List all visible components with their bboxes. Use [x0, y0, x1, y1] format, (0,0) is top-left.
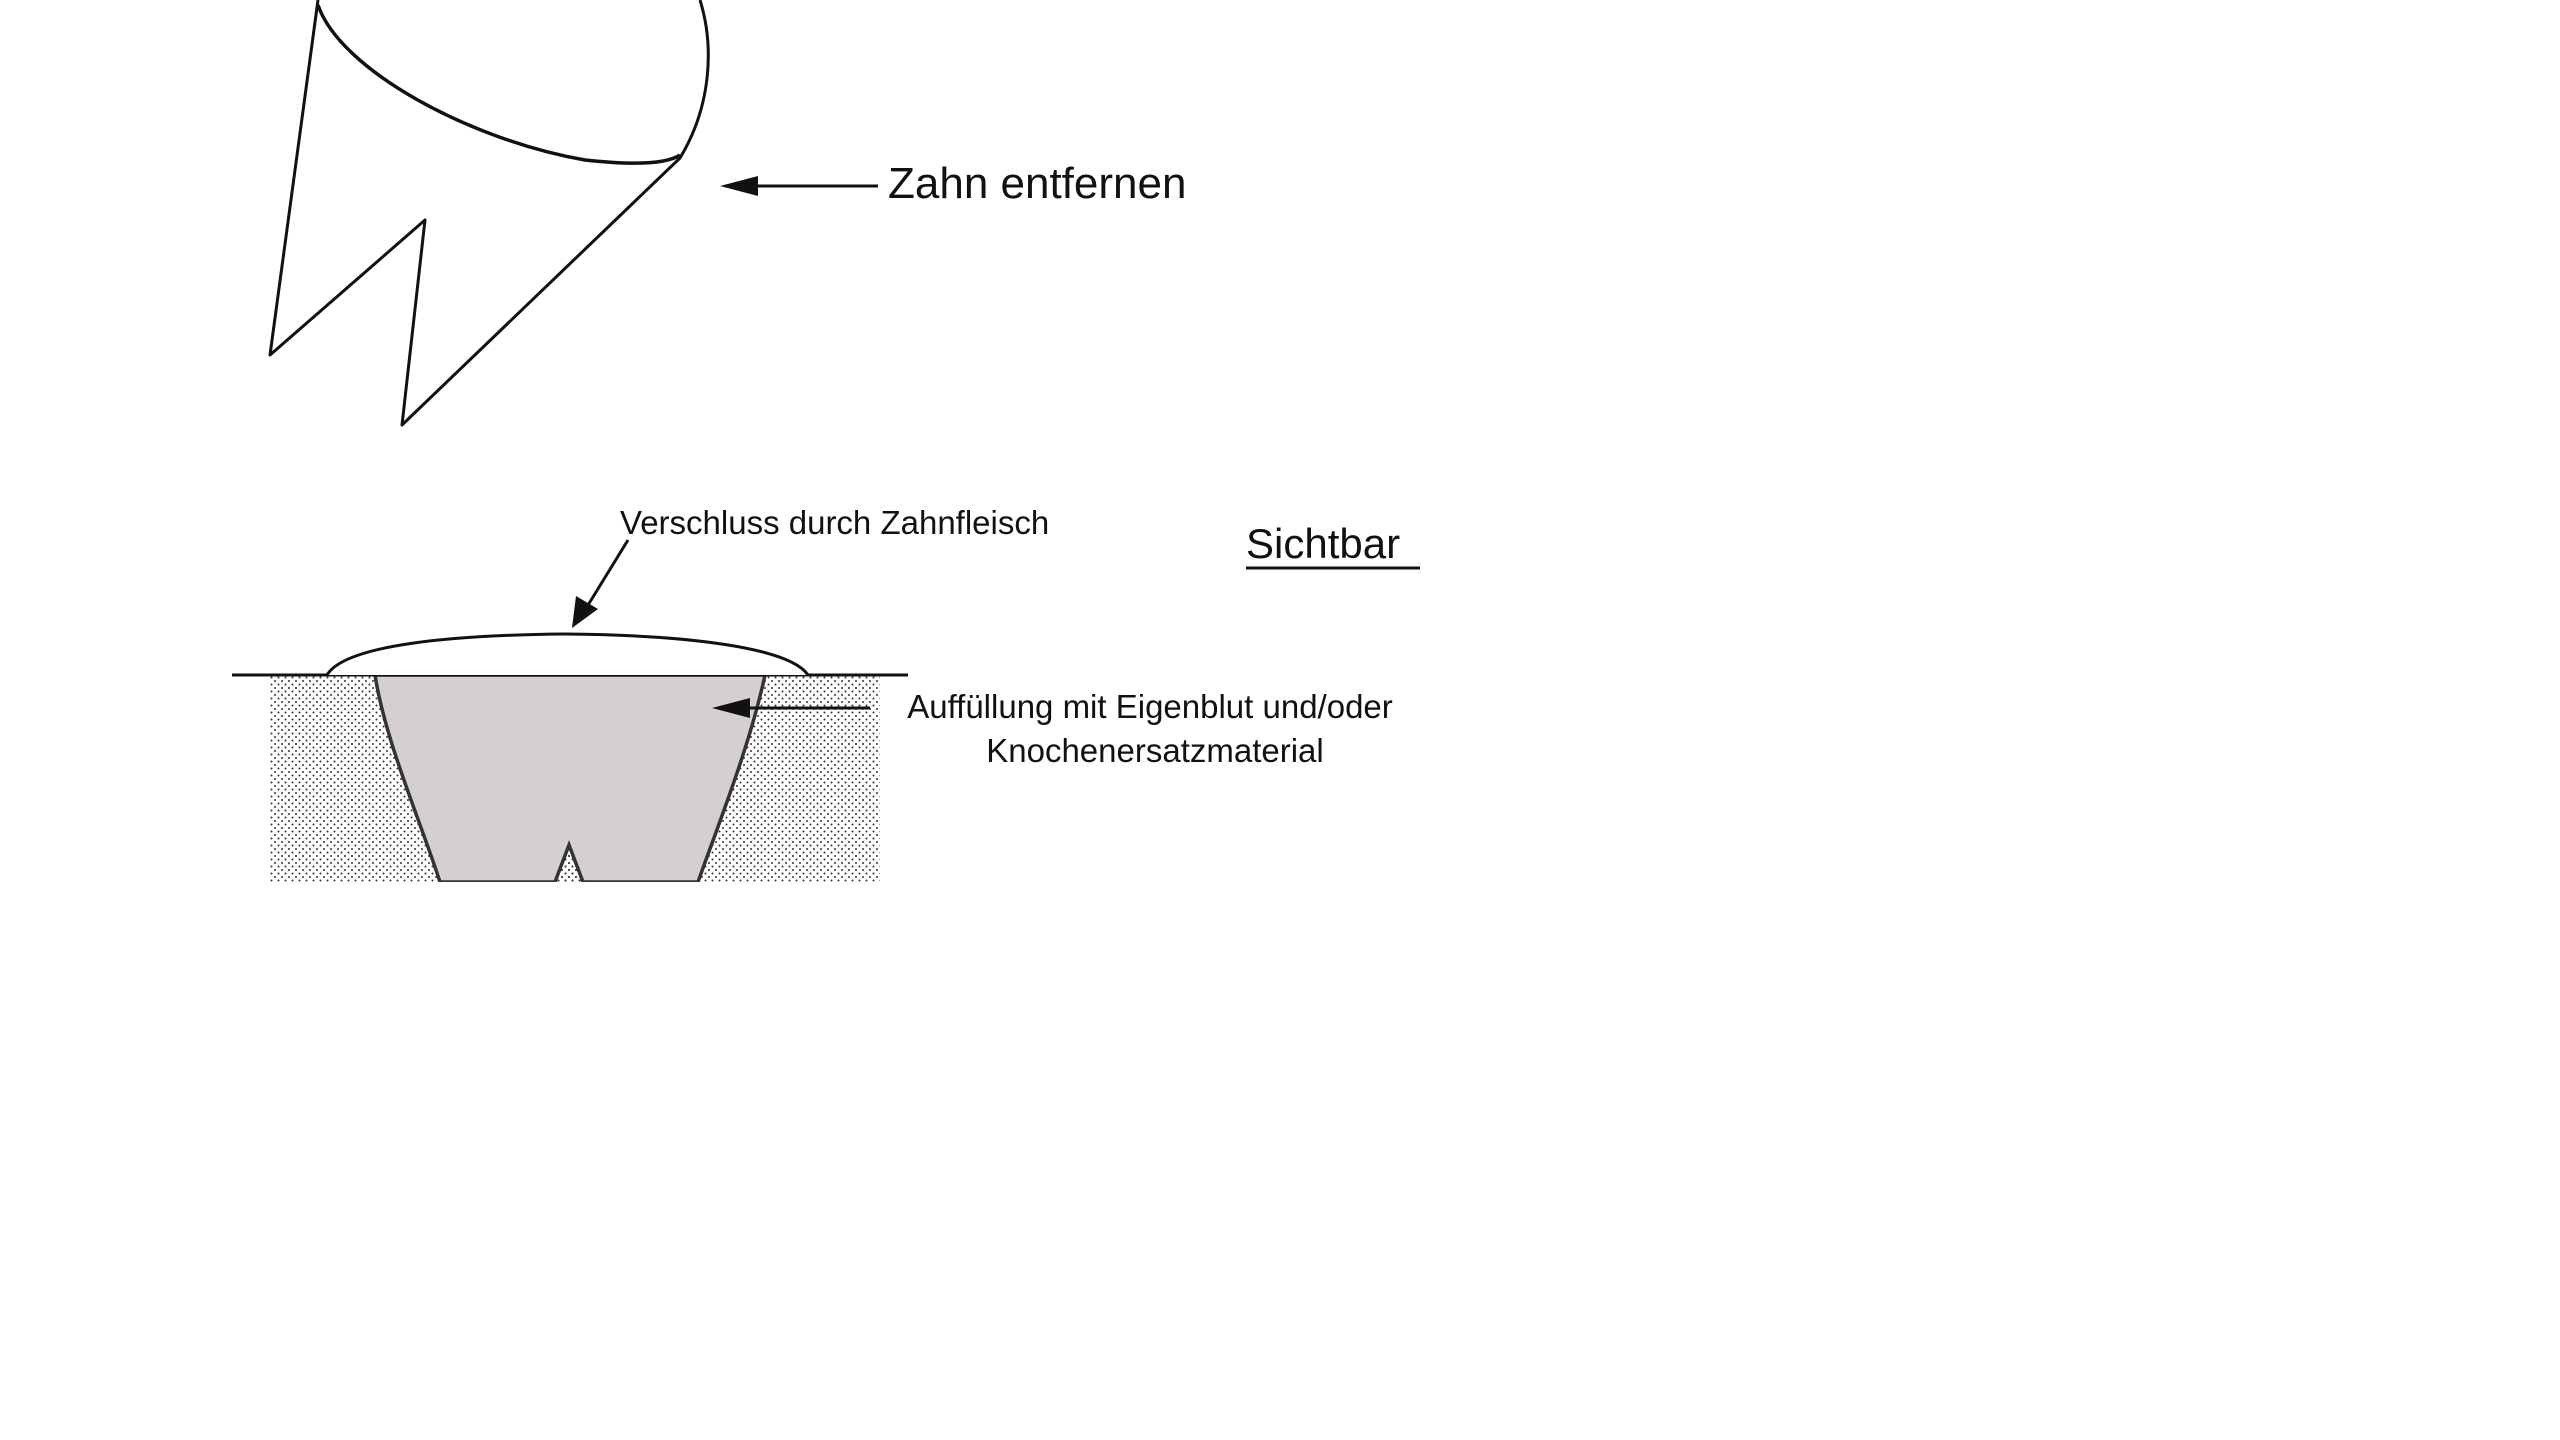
visible-heading: Sichtbar — [1246, 520, 1420, 570]
closure-label: Verschluss durch Zahnfleisch — [620, 504, 1049, 541]
tooth-extraction-diagram: Zahn entfernen Verschluss durch Zahnflei… — [232, 0, 1420, 882]
filling-label-line2: Knochenersatzmaterial — [986, 732, 1324, 769]
gum-closure-dome — [325, 632, 810, 676]
closure-callout: Verschluss durch Zahnfleisch — [572, 504, 1049, 628]
filling-arrowhead — [712, 698, 750, 718]
remove-tooth-arrowhead — [720, 176, 758, 196]
filling-label-line1: Auffüllung mit Eigenblut und/oder — [907, 688, 1393, 725]
visible-label: Sichtbar — [1246, 520, 1400, 567]
closure-arrowhead — [572, 596, 598, 628]
closure-arrow — [583, 539, 630, 611]
remove-tooth-label: Zahn entfernen — [888, 159, 1186, 208]
tooth-crown-line — [316, 4, 681, 165]
filling-callout: Auffüllung mit Eigenblut und/oder Knoche… — [712, 688, 1393, 769]
tooth-outline — [268, 0, 710, 427]
bone-tip — [555, 845, 583, 882]
remove-tooth-callout: Zahn entfernen — [720, 159, 1186, 208]
extracted-tooth — [268, 0, 710, 427]
